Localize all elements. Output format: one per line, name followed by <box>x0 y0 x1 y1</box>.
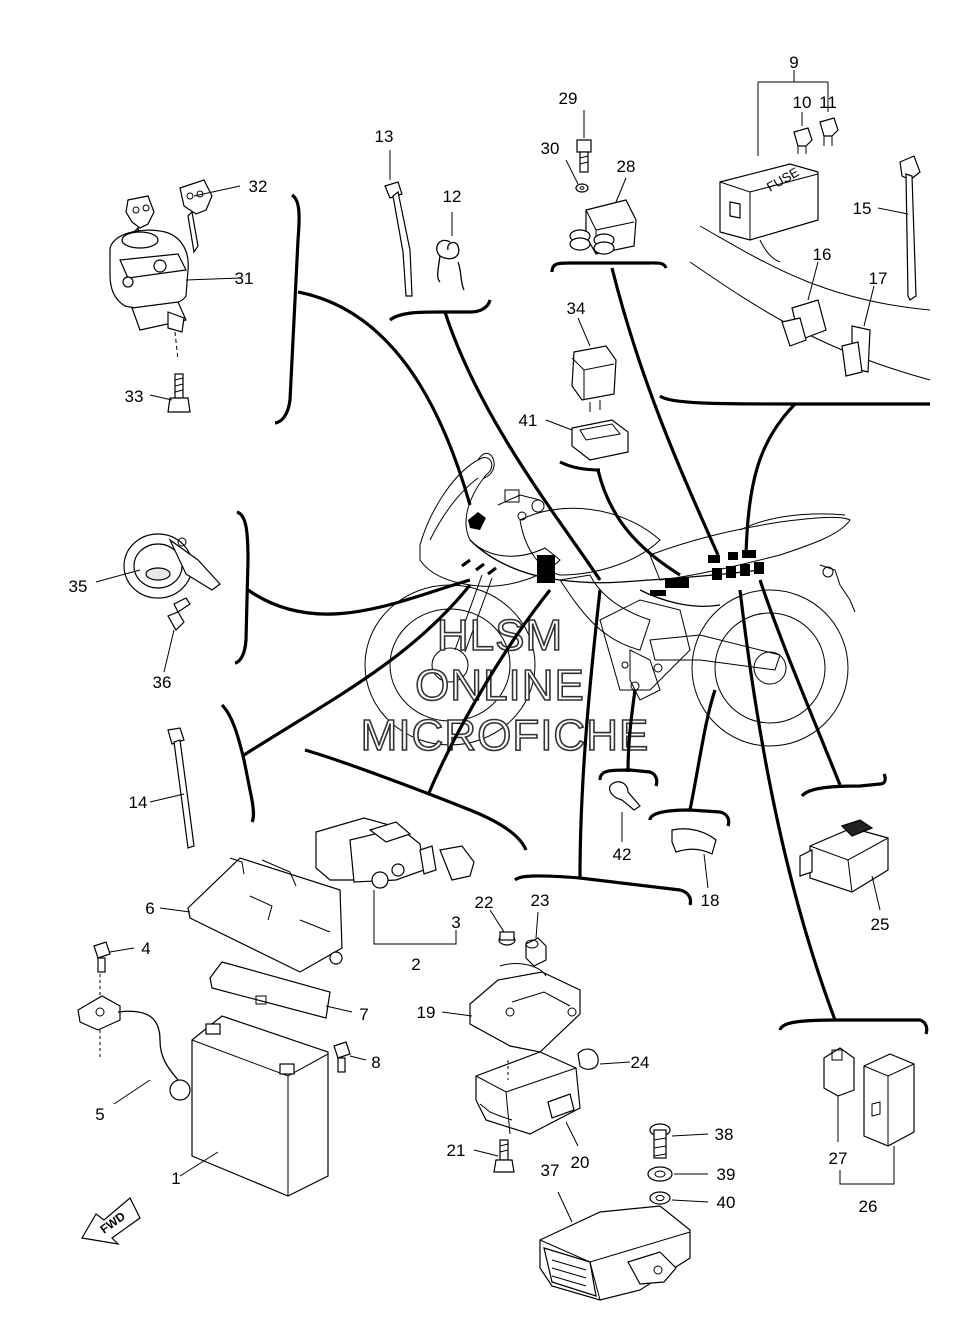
callout-29: 29 <box>559 89 578 108</box>
callout-19: 19 <box>417 1003 436 1022</box>
callout-4: 4 <box>141 939 150 958</box>
callout-23: 23 <box>531 891 550 910</box>
grommet-23-part <box>525 911 547 967</box>
clamp-24-part <box>577 1048 631 1070</box>
callout-5: 5 <box>95 1105 104 1124</box>
bolt-29-part <box>576 110 592 173</box>
bolt-4-part <box>93 941 135 998</box>
watermark-line-3: MICROFICHE <box>361 711 650 760</box>
starter-relay-part <box>315 817 475 945</box>
ecu-bracket-19-part <box>441 963 581 1053</box>
battery-1-part <box>179 1015 329 1197</box>
callout-8: 8 <box>371 1053 380 1072</box>
cable-tie-15-part <box>877 155 921 301</box>
fuse-box-part: FUSE <box>689 70 931 381</box>
callout-14: 14 <box>129 793 148 812</box>
cable-tie-14-part <box>149 727 195 849</box>
callout-20: 20 <box>571 1153 590 1172</box>
unit-25-part <box>799 819 889 911</box>
callout-labels: 1 2 3 4 5 6 7 8 9 10 11 12 13 14 15 16 1… <box>69 53 890 1216</box>
callout-12: 12 <box>443 187 462 206</box>
callout-21: 21 <box>447 1141 466 1160</box>
horn-35-part <box>95 533 221 599</box>
callout-27: 27 <box>829 1149 848 1168</box>
clip-12-part <box>436 212 465 291</box>
callout-24: 24 <box>631 1053 650 1072</box>
fwd-arrow: FWD <box>81 1197 141 1245</box>
callout-13: 13 <box>375 127 394 146</box>
band-17-part <box>841 285 875 377</box>
callout-22: 22 <box>475 893 494 912</box>
cdi-37-part <box>539 1191 691 1301</box>
callout-1: 1 <box>171 1169 180 1188</box>
callout-25: 25 <box>871 915 890 934</box>
callout-28: 28 <box>617 157 636 176</box>
callout-6: 6 <box>145 899 154 918</box>
callout-9: 9 <box>789 53 798 72</box>
watermark-line-2: ONLINE <box>415 661 585 710</box>
cover-41-part <box>545 419 629 461</box>
battery-band-7-part <box>209 961 353 1019</box>
group-brackets <box>220 193 930 1035</box>
battery-cover-6-part <box>159 857 343 973</box>
callout-38: 38 <box>715 1125 734 1144</box>
callout-17: 17 <box>869 269 888 288</box>
callout-3: 3 <box>451 913 460 932</box>
callout-32: 32 <box>249 177 268 196</box>
callout-16: 16 <box>813 245 832 264</box>
callout-30: 30 <box>541 139 560 158</box>
cable-tie-13-part <box>384 150 413 297</box>
callout-36: 36 <box>153 673 172 692</box>
relay-34-part <box>571 317 617 412</box>
watermark-line-1: HLSM <box>437 611 563 660</box>
callout-18: 18 <box>701 891 720 910</box>
callout-42: 42 <box>613 845 632 864</box>
watermark: HLSM ONLINE MICROFICHE <box>360 610 650 761</box>
bolt-38-part <box>649 1123 709 1159</box>
callout-26: 26 <box>859 1197 878 1216</box>
band-16-part <box>781 261 827 347</box>
callout-2: 2 <box>411 955 420 974</box>
clamp-42-part <box>609 781 641 842</box>
callout-7: 7 <box>359 1005 368 1024</box>
callout-31: 31 <box>235 269 254 288</box>
washer-30-part <box>565 159 589 193</box>
callout-39: 39 <box>717 1165 736 1184</box>
callout-11: 11 <box>819 93 837 112</box>
harness-connectors <box>461 512 764 596</box>
bolt-21-part <box>473 1139 515 1173</box>
bolt-33-part <box>149 373 191 413</box>
bolt-36-part <box>163 597 191 673</box>
washer-39-part <box>647 1166 708 1182</box>
callout-35: 35 <box>69 577 88 596</box>
battery-lead-5-part <box>77 995 191 1105</box>
bolt-8-part <box>333 1041 367 1073</box>
grommet-22-part <box>489 909 516 946</box>
callout-41: 41 <box>519 411 538 430</box>
callout-33: 33 <box>125 387 144 406</box>
relay-28-part <box>569 177 637 255</box>
clamp-18-part <box>671 828 717 889</box>
callout-40: 40 <box>717 1193 736 1212</box>
callout-34: 34 <box>567 299 586 318</box>
callout-15: 15 <box>853 199 872 218</box>
callout-10: 10 <box>793 93 812 112</box>
connector-27-part <box>823 1047 855 1142</box>
ecu-20-part <box>475 1051 581 1147</box>
main-switch-part <box>109 229 241 361</box>
relay-26-part <box>839 1053 915 1185</box>
callout-37: 37 <box>541 1161 560 1180</box>
